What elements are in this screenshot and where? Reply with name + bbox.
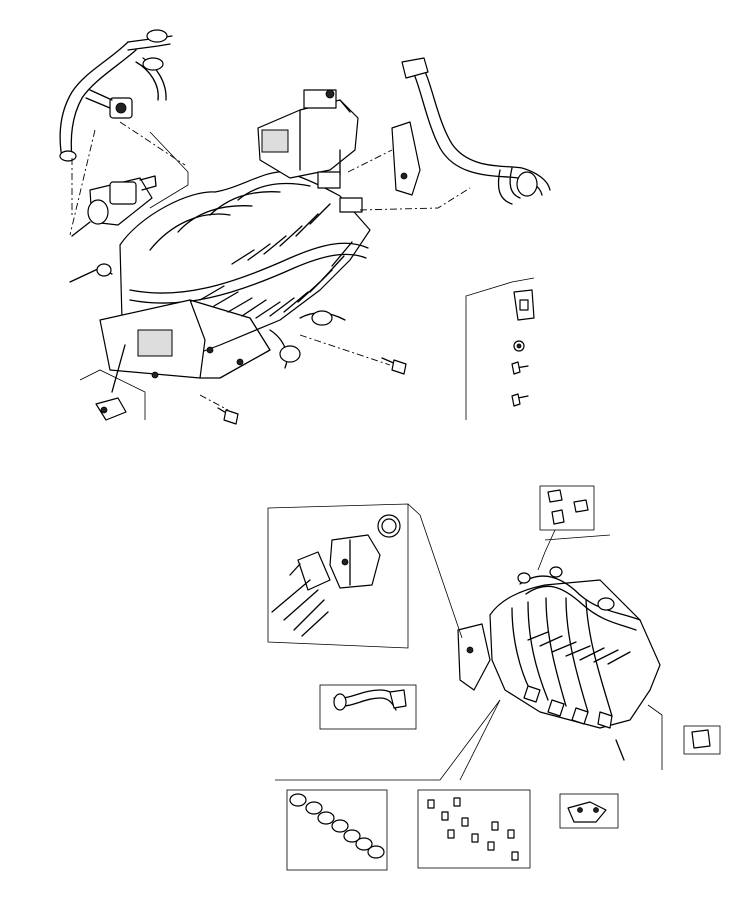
hose-kit-inset [319,684,417,730]
intake-manifold-upper [99,171,371,379]
throttle-body-upper [257,89,363,213]
hardware-kit-bracket [465,277,535,420]
upper-assembly [59,29,551,425]
bolt-upper-right [299,334,407,375]
callout-line [149,131,189,209]
bolt-upper-bottom [199,394,239,425]
leader-line [119,121,186,166]
fuel-pump-unit [71,175,157,237]
connector-inset-right [647,704,721,770]
intake-manifold-lower [489,566,661,761]
plug-kit-inset [417,789,531,869]
throttle-body-kit-inset [267,503,421,649]
bracket-kit-inset [559,793,619,829]
callout-line [275,699,501,781]
vacuum-hose-top-left [59,29,173,162]
lower-assembly [267,485,721,871]
manifold-bracket [419,514,491,691]
manifold-ribs [199,203,353,319]
coolant-hose-right [401,57,551,205]
throttle-bracket [347,121,421,196]
leader-line [69,129,96,236]
sensor-connector-lower-left [79,344,146,421]
gasket-kit-inset [286,789,388,871]
clip-kit-inset [537,485,611,571]
callout-line [459,699,501,781]
leader-line [359,187,471,211]
